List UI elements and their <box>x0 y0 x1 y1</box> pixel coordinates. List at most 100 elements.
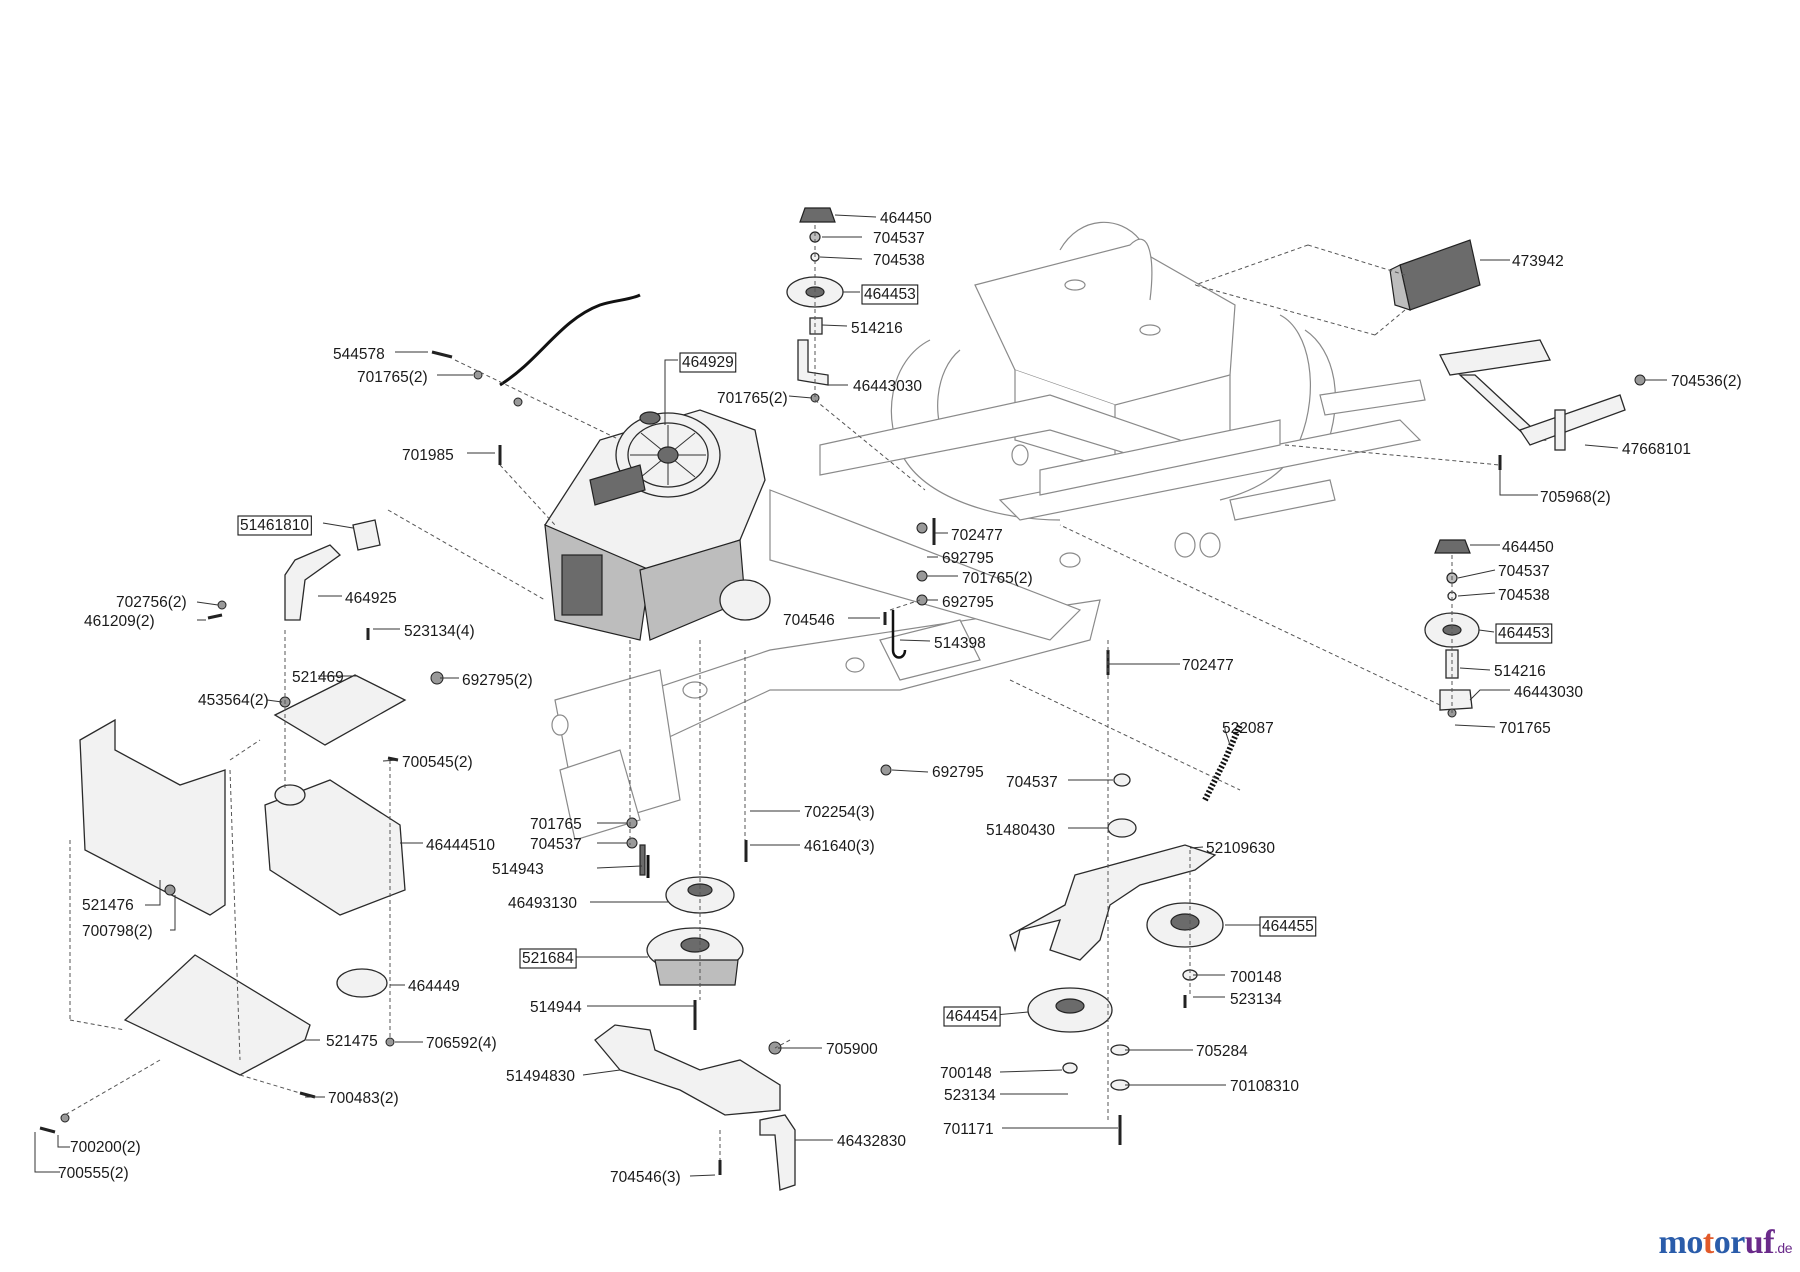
part-number-label: 523134(4) <box>404 623 475 640</box>
part-number-label: 514398 <box>934 635 986 652</box>
part-number-label: 704537 <box>873 230 925 247</box>
idler-pulley-lower-hub <box>1055 998 1085 1014</box>
tension-spring <box>1202 723 1243 802</box>
part-number-label: 704537 <box>1498 563 1550 580</box>
part-number-label: 464925 <box>345 590 397 607</box>
logo-letter: u <box>1744 1224 1764 1261</box>
part-number-label: 453564(2) <box>198 692 269 709</box>
part-number-label: 464450 <box>1502 539 1554 556</box>
part-number-label: 51461810 <box>240 517 309 534</box>
part-number-label: 521684 <box>522 950 574 967</box>
leader-lines <box>34 214 1667 1177</box>
part-number-label: 514943 <box>492 861 544 878</box>
part-number-label: 702756(2) <box>116 594 187 611</box>
part-number-label: 464450 <box>880 210 932 227</box>
part-number-label: 700148 <box>940 1065 992 1082</box>
part-number-label: 701985 <box>402 447 454 464</box>
logo-letter: m <box>1658 1224 1687 1261</box>
part-number-label: 46443030 <box>1514 684 1583 701</box>
part-number-label: 701765(2) <box>717 390 788 407</box>
part-number-label: 705900 <box>826 1041 878 1058</box>
logo-letter: o <box>1713 1224 1731 1261</box>
part-number-label: 701765(2) <box>357 369 428 386</box>
part-number-label: 544578 <box>333 346 385 363</box>
control-module <box>1389 239 1481 311</box>
part-number-label: 464929 <box>682 354 734 371</box>
part-number-label: 514216 <box>851 320 903 337</box>
logo-letter: r <box>1730 1224 1745 1261</box>
part-number-box <box>1495 623 1553 644</box>
part-number-label: 701765 <box>1499 720 1551 737</box>
logo-letter: o <box>1686 1224 1703 1261</box>
part-number-label: 692795(2) <box>462 672 533 689</box>
part-number-label: 46432830 <box>837 1133 906 1150</box>
part-number-box <box>519 948 577 969</box>
part-number-label: 692795 <box>942 594 994 611</box>
linkage-bracket <box>1439 339 1626 451</box>
part-number-label: 704546(3) <box>610 1169 681 1186</box>
l-bracket <box>759 1114 796 1191</box>
part-number-box <box>861 284 919 305</box>
assembly-lines <box>64 225 1501 1160</box>
chassis-frame <box>551 221 1426 841</box>
part-number-label: 521475 <box>326 1033 378 1050</box>
part-number-label: 700483(2) <box>328 1090 399 1107</box>
part-number-label: 700555(2) <box>58 1165 129 1182</box>
motoruf-logo: motoruf.de <box>1659 1224 1793 1262</box>
part-number-label: 704537 <box>1006 774 1058 791</box>
part-number-label: 461640(3) <box>804 838 875 855</box>
right-pulley-assembly <box>1424 539 1480 711</box>
part-number-label: 473942 <box>1512 253 1564 270</box>
part-number-label: 521469 <box>292 669 344 686</box>
battery-cable <box>499 293 641 387</box>
part-number-label: 704538 <box>873 252 925 269</box>
part-number-label: 464453 <box>1498 625 1550 642</box>
part-number-label: 692795 <box>942 550 994 567</box>
idler-arm <box>1009 844 1217 961</box>
heat-shield <box>79 718 226 916</box>
part-number-label: 70108310 <box>1230 1078 1299 1095</box>
part-number-label: 514944 <box>530 999 582 1016</box>
part-number-label: 52109630 <box>1206 840 1275 857</box>
part-number-label: 700798(2) <box>82 923 153 940</box>
exhaust-flange <box>336 968 388 998</box>
part-number-label: 705284 <box>1196 1043 1248 1060</box>
part-number-label: 705968(2) <box>1540 489 1611 506</box>
logo-wordmark: motoruf <box>1659 1224 1775 1261</box>
part-number-label: 523134 <box>1230 991 1282 1008</box>
lower-engine-bracket <box>594 1024 781 1116</box>
part-number-label: 704546 <box>783 612 835 629</box>
part-number-label: 46493130 <box>508 895 577 912</box>
guard-plate <box>123 954 311 1076</box>
part-number-box <box>237 515 312 536</box>
part-number-label: 46444510 <box>426 837 495 854</box>
clutch-stack <box>639 844 744 986</box>
part-number-label: 523134 <box>944 1087 996 1104</box>
part-number-label: 46443030 <box>853 378 922 395</box>
logo-letter: t <box>1702 1224 1714 1261</box>
part-number-label: 704537 <box>530 836 582 853</box>
spacers <box>1062 773 1198 1091</box>
part-number-label: 522087 <box>1222 720 1274 737</box>
part-number-label: 464454 <box>946 1008 998 1025</box>
engine <box>544 409 771 641</box>
part-number-label: 700200(2) <box>70 1139 141 1156</box>
part-number-label: 706592(4) <box>426 1035 497 1052</box>
logo-suffix: .de <box>1774 1240 1792 1256</box>
part-number-label: 464449 <box>408 978 460 995</box>
muffler-bracket <box>273 674 407 746</box>
part-number-label: 702254(3) <box>804 804 875 821</box>
part-number-box <box>1259 916 1317 937</box>
part-number-box <box>679 352 737 373</box>
part-number-label: 514216 <box>1494 663 1546 680</box>
part-number-label: 521476 <box>82 897 134 914</box>
part-number-label: 700545(2) <box>402 754 473 771</box>
idler-pulley-upper-hub <box>1170 913 1200 931</box>
part-labels: 464450 704537 704538 464453 514216 46443030 70… <box>58 210 1742 1186</box>
part-number-label: 702477 <box>951 527 1003 544</box>
part-number-label: 702477 <box>1182 657 1234 674</box>
part-number-label: 704538 <box>1498 587 1550 604</box>
part-number-label: 47668101 <box>1622 441 1691 458</box>
part-number-label: 464455 <box>1262 918 1314 935</box>
